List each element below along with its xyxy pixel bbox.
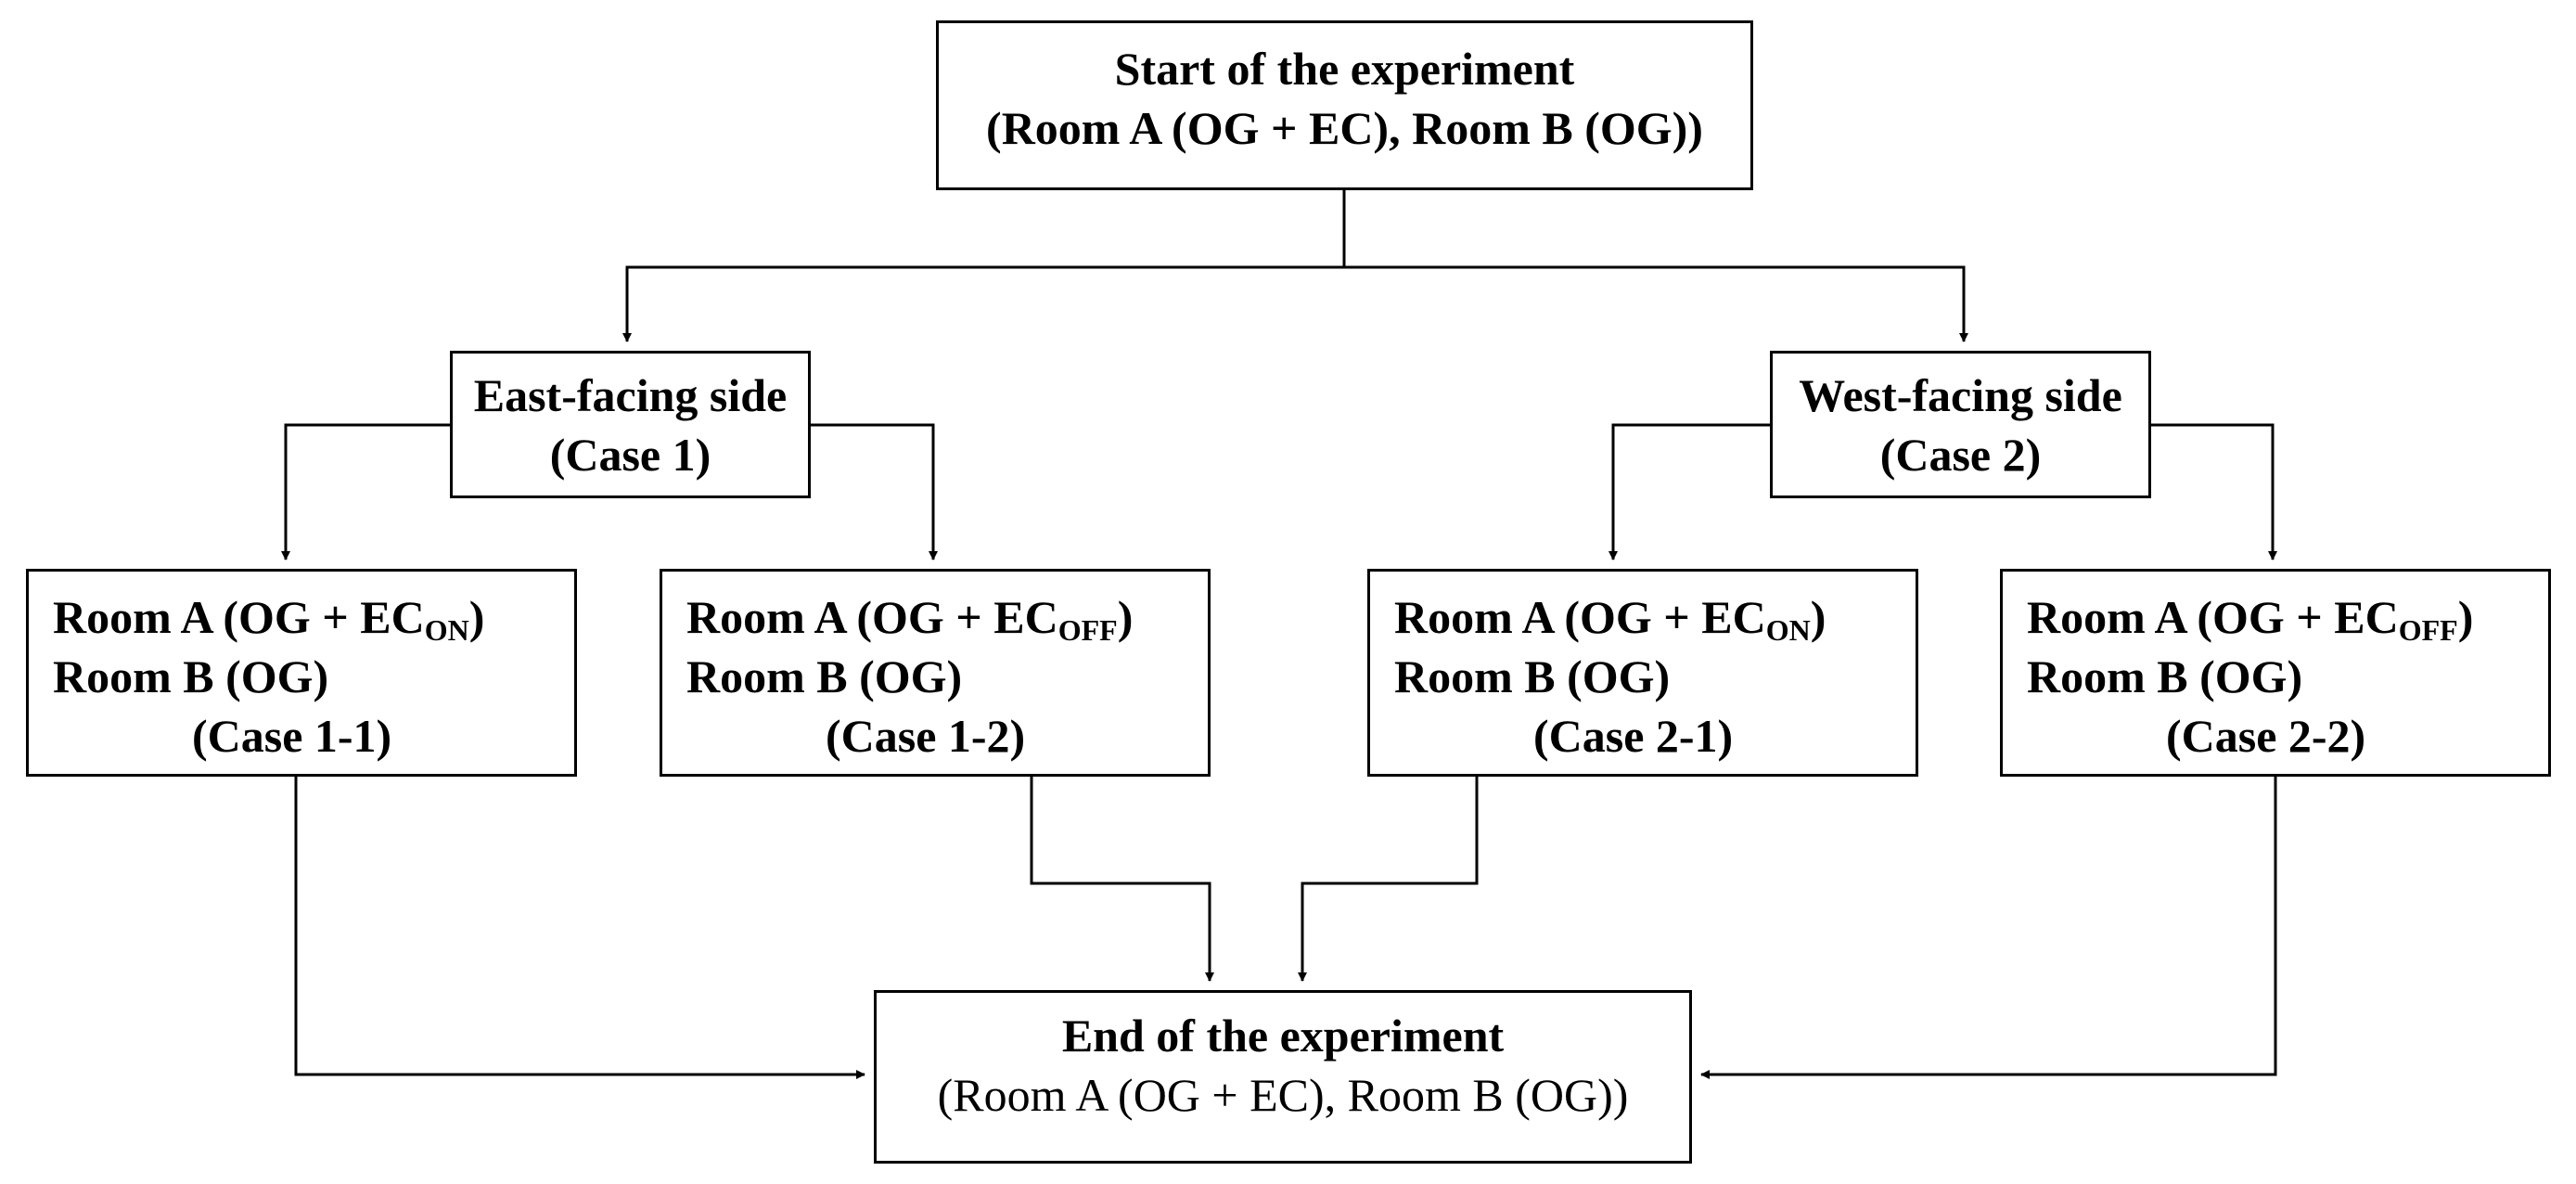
room-a-condition: Room A (OG + ECON) — [53, 591, 485, 647]
case-1-1-node: Room A (OG + ECON) Room B (OG) (Case 1-1… — [26, 569, 577, 777]
west-case-label: (Case 2) — [1879, 429, 2042, 481]
end-subtitle: (Room A (OG + EC), Room B (OG)) — [937, 1069, 1629, 1121]
east-title: East-facing side — [473, 369, 788, 421]
connector-start-to-west — [1344, 265, 1968, 342]
case-label: (Case 2-2) — [2166, 710, 2366, 762]
end-node: End of the experiment (Room A (OG + EC),… — [874, 990, 1692, 1164]
start-subtitle: (Room A (OG + EC), Room B (OG)) — [986, 102, 1703, 154]
case-label: (Case 1-1) — [192, 710, 392, 762]
room-a-condition: Room A (OG + ECON) — [1394, 591, 1826, 647]
ec-state-subscript: ON — [424, 613, 469, 647]
west-title: West-facing side — [1799, 369, 2122, 421]
room-b-condition: Room B (OG) — [686, 650, 963, 702]
connector-case-1-2-to-end — [1030, 777, 1214, 982]
east-case-label: (Case 1) — [549, 429, 711, 481]
room-a-condition: Room A (OG + ECOFF) — [686, 591, 1134, 647]
east-facing-node: East-facing side (Case 1) — [450, 351, 811, 498]
connector-case-2-1-to-end — [1298, 777, 1479, 982]
connector-case-1-1-to-end — [294, 777, 865, 1079]
connector-case-2-2-to-end — [1700, 777, 2277, 1079]
connector-west-to-case-2-2 — [2151, 423, 2277, 560]
ec-state-subscript: OFF — [1057, 613, 1118, 647]
room-a-condition: Room A (OG + ECOFF) — [2027, 591, 2474, 647]
end-title: End of the experiment — [1061, 1010, 1505, 1062]
room-b-condition: Room B (OG) — [1394, 650, 1671, 702]
west-facing-node: West-facing side (Case 2) — [1770, 351, 2151, 498]
connector-start-to-east — [622, 265, 1344, 342]
room-b-condition: Room B (OG) — [53, 650, 329, 702]
case-1-2-node: Room A (OG + ECOFF) Room B (OG) (Case 1-… — [660, 569, 1211, 777]
room-b-condition: Room B (OG) — [2027, 650, 2303, 702]
case-2-1-node: Room A (OG + ECON) Room B (OG) (Case 2-1… — [1367, 569, 1918, 777]
ec-state-subscript: ON — [1765, 613, 1811, 647]
case-label: (Case 2-1) — [1533, 710, 1734, 762]
start-node: Start of the experiment (Room A (OG + EC… — [936, 20, 1753, 190]
ec-state-subscript: OFF — [2398, 613, 2458, 647]
case-label: (Case 1-2) — [826, 710, 1026, 762]
connector-east-to-case-1-1 — [281, 423, 450, 560]
connector-west-to-case-2-1 — [1608, 423, 1770, 560]
connector-east-to-case-1-2 — [811, 423, 938, 560]
case-2-2-node: Room A (OG + ECOFF) Room B (OG) (Case 2-… — [2000, 569, 2551, 777]
start-title: Start of the experiment — [1114, 43, 1575, 95]
